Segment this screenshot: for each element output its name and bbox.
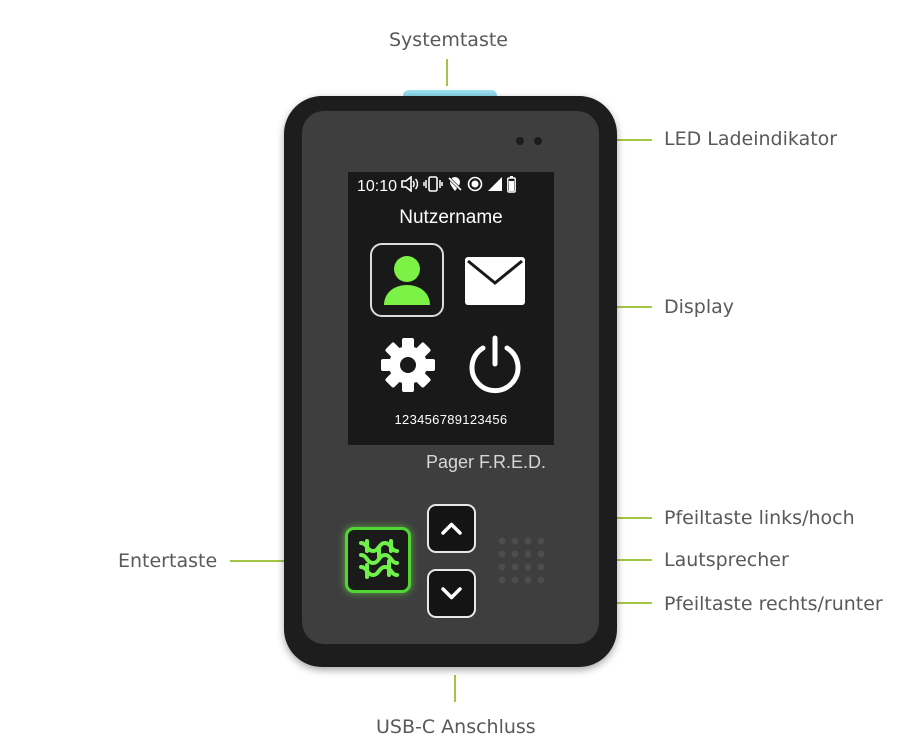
menu-tile-user[interactable]: [370, 243, 444, 317]
label-speaker: Lautsprecher: [664, 549, 789, 571]
gear-icon[interactable]: [378, 335, 438, 395]
enter-pattern-icon: [359, 539, 399, 579]
callout-line-system-key: [446, 59, 448, 86]
record-icon: [467, 176, 483, 198]
status-time: 10:10: [357, 178, 398, 195]
chevron-up-icon: [441, 522, 462, 535]
label-display: Display: [664, 296, 735, 318]
arrow-down-key[interactable]: [427, 569, 476, 618]
label-arrow-up: Pfeiltaste links/hoch: [664, 507, 855, 529]
arrow-up-key[interactable]: [427, 504, 476, 553]
speaker-icon: [401, 175, 419, 198]
enter-key[interactable]: [345, 527, 411, 593]
username: Nutzername: [399, 207, 503, 228]
battery-icon: [507, 175, 516, 199]
signal-icon: [487, 176, 503, 198]
speaker-grille: [498, 537, 545, 584]
chevron-down-icon: [441, 587, 462, 600]
led-indicator-2: [534, 137, 542, 145]
label-usb: USB-C Anschluss: [376, 716, 536, 738]
status-bar: 10:10: [357, 175, 516, 199]
vibrate-icon: [423, 176, 443, 198]
user-icon: [384, 256, 430, 305]
label-arrow-down: Pfeiltaste rechts/runter: [664, 593, 883, 615]
mail-icon[interactable]: [464, 256, 526, 306]
callout-line-usb: [454, 675, 456, 702]
display-screen: 10:10 Nutzername: [348, 172, 554, 445]
label-system-key: Systemtaste: [389, 29, 508, 51]
label-led: LED Ladeindikator: [664, 128, 838, 150]
label-enter: Entertaste: [118, 550, 218, 572]
no-location-icon: [447, 176, 463, 198]
callout-line-enter: [230, 560, 328, 562]
power-icon[interactable]: [464, 334, 526, 396]
led-indicator-1: [516, 137, 524, 145]
device-brand: Pager F.R.E.D.: [426, 452, 547, 472]
serial-number: 123456789123456: [394, 412, 508, 427]
